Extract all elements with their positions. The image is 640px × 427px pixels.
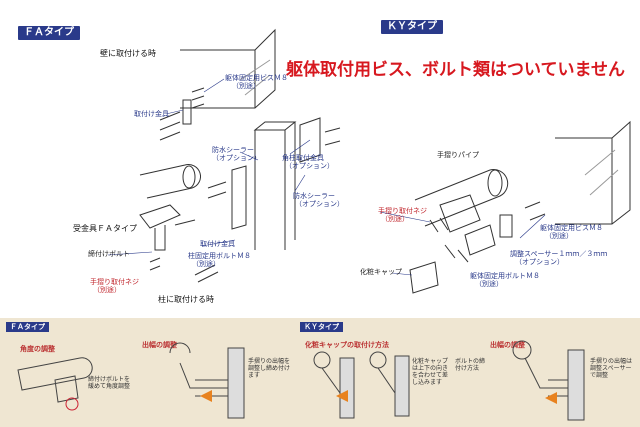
ky-spacer-opt: （オプション） [515,258,564,266]
ky-handrail-screw-note: （別途） [381,215,409,223]
fa-pillar-mount-label: 柱に取付ける時 [158,295,214,304]
fa-sealer-label: 防水シーラー [212,146,254,154]
fa-handrail-screw-label: 手摺り取付ネジ [90,278,139,286]
ky-bracket [439,194,481,233]
fa-plate [231,165,247,230]
ky-wall-screw-note: （別途） [545,232,573,240]
fa-wall-screw-note: （別途） [232,82,260,90]
ky-wall-bolt-note: （別途） [475,280,503,288]
notice-text: 躯体取付用ビス、ボルト類はついていません [286,60,625,80]
fa-type-tag: ＦＡタイプ [18,26,80,40]
ky-pipe-label: 手摺りパイプ [437,151,479,159]
ky-type-tag: ＫＹタイプ [381,20,443,34]
note-protrude: 手摺りの出幅を調整し締め付けます [248,358,291,379]
fa-wall-mount-label: 壁に取付ける時 [100,49,156,58]
note-ky2: 手摺りの出幅は調整スペーサーで調整 [590,358,633,379]
ky-cap-label: 化粧キャップ [360,268,402,276]
fa-sealer2-opt: （オプション） [295,200,344,208]
ky-cap [409,261,439,294]
instruction-drawings [17,340,585,421]
ky-wall-screw-label: 躯体固定用ビスＭ８ [540,224,603,232]
ky-wall-bolt-label: 躯体固定用ボルトＭ８ [470,272,540,280]
ky-handrail-pipe [414,169,509,227]
angle-adjust-title: 角度の調整 [20,345,55,353]
ky-wall-block [555,120,631,225]
protrude-adjust-title: 出幅の調整 [142,341,177,349]
bottom-fa-tag: ＦＡタイプ [6,322,49,332]
instruction-arrows [200,390,557,404]
fa-wall-screw-label: 躯体固定用ビスＭ８ [225,74,288,82]
fa-wall-screws [159,87,205,141]
fa-angle-fitting [299,117,321,163]
note-angle: 締付けボルトを緩めて角度調整 [88,376,131,390]
ky-spacer [499,214,513,238]
note-ky1: ボルトの締付け方法 [455,358,486,372]
fa-pillar-bolt-label: 柱固定用ボルトＭ８ [188,252,251,260]
ky-spacer-label: 調整スペーサー１ｍｍ／３ｍｍ [510,250,608,258]
fa-angle-opt: （オプション） [285,162,334,170]
fa-handrail-tube [139,164,201,199]
fa-pillar-bolt-note: （別途） [192,260,220,268]
fa-receiver-label: 受金具ＦＡタイプ [73,224,137,233]
fa-mount-fitting2-label: 取付け金具 [200,240,235,248]
fa-receiver [139,204,181,229]
fa-square-pillar [253,121,297,250]
instruction-panel: ＦＡタイプ ＫＹタイプ 角度の調整 出幅の調整 化粧キャップの取付け方法 出幅の… [0,318,640,427]
fa-wall-block [180,28,276,109]
fa-angle-fitting-label: 角柱取付金具 [282,154,324,162]
fa-sealer-opt: （オプション） [212,154,261,162]
ky-handrail-screw-label: 手摺り取付ネジ [378,207,427,215]
fa-mount-fitting-label: 取付け金具 [134,110,169,118]
cap-install-title: 化粧キャップの取付け方法 [305,341,389,349]
fa-handrail-screw-note: （別途） [93,286,121,294]
bottom-ky-tag: ＫＹタイプ [300,322,343,332]
fa-fix-bolt-label: 締付けボルト [88,250,130,258]
protrude-adjust2-title: 出幅の調整 [490,341,525,349]
fa-sealer2-label: 防水シーラー [293,192,335,200]
note-cap: 化粧キャップは上下の向きを合わせて差し込みます [412,358,449,386]
